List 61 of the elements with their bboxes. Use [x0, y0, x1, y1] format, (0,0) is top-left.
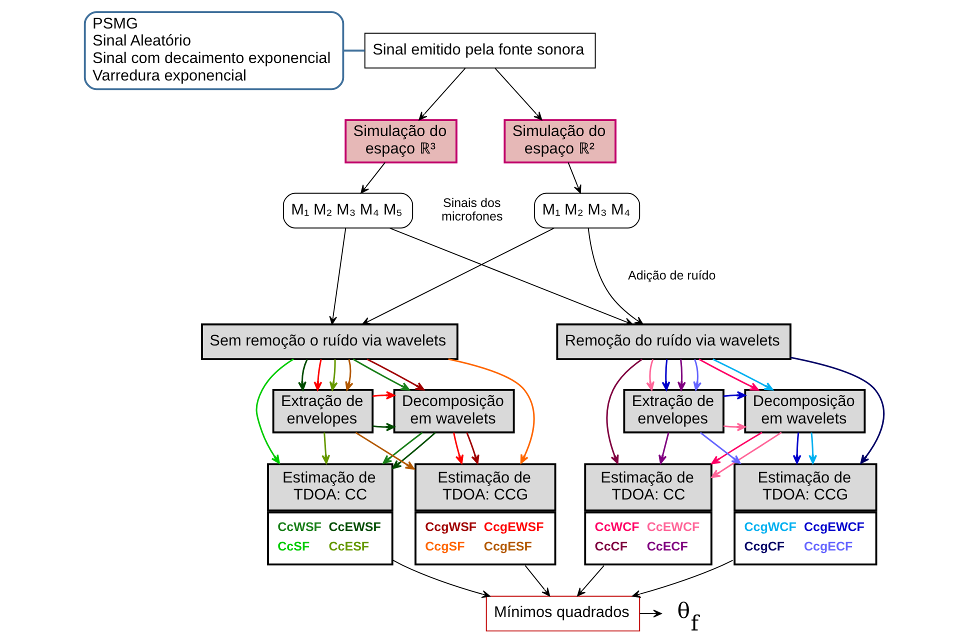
- arrow: [723, 391, 746, 400]
- node-box: Sem remoção o ruído via wavelets: [201, 323, 458, 360]
- arrow: [588, 228, 644, 325]
- arrow: [568, 162, 582, 194]
- node-box: Simulação do espaço ℝ³: [344, 119, 458, 164]
- label: Adição de ruído: [628, 268, 716, 282]
- node-box: M₁ M₂ M₃ M₄: [534, 192, 640, 228]
- arrow: [372, 391, 396, 400]
- node-box: Remoção do ruído via wavelets: [556, 323, 792, 360]
- arrow: [700, 432, 741, 464]
- node-box: M₁ M₂ M₃ M₄ M₅: [282, 192, 414, 228]
- node-box: Simulação do espaço ℝ²: [504, 119, 616, 164]
- node-box: PSMG Sinal Aleatório Sinal com decaimento exponencial Varredura exponencial: [84, 11, 344, 90]
- arrow: [256, 358, 294, 464]
- arrow: [698, 358, 759, 391]
- arrow: [494, 68, 542, 120]
- arrow: [792, 432, 802, 464]
- arrow: [711, 432, 782, 478]
- node-box: Sinal emitido pela fonte sonora: [364, 32, 596, 68]
- arrow: [658, 432, 670, 464]
- arrow: [392, 560, 490, 598]
- arrow: [382, 432, 423, 464]
- arrow: [366, 358, 425, 391]
- arrow: [712, 358, 774, 391]
- arrow: [345, 359, 354, 391]
- arrow: [711, 432, 762, 464]
- arrow: [524, 565, 550, 596]
- arrow: [329, 228, 346, 325]
- arrow: [392, 432, 436, 469]
- arrow: [662, 359, 670, 391]
- arrow: [352, 358, 410, 391]
- arrow: [298, 359, 308, 391]
- node-box: Extração de envelopes: [623, 388, 724, 434]
- arrow: [632, 560, 734, 598]
- arrow: [372, 422, 396, 432]
- arrow: [360, 162, 386, 194]
- arrow: [322, 432, 330, 464]
- node-label: Sinais dos microfones: [442, 196, 503, 224]
- node-box: Extração de envelopes: [272, 388, 374, 434]
- node-box: Mínimos quadrados: [486, 596, 640, 632]
- arrow: [448, 358, 535, 464]
- arrow: [790, 356, 884, 464]
- arrow: [646, 359, 654, 391]
- arrow: [466, 432, 480, 464]
- connector: [343, 50, 365, 52]
- arrow: [693, 359, 702, 391]
- arrow: [389, 228, 633, 326]
- arrow: [606, 358, 643, 464]
- arrow: [418, 68, 466, 120]
- arrow: [362, 228, 555, 325]
- arrow: [639, 610, 662, 618]
- arrow: [329, 359, 338, 391]
- arrow: [808, 432, 818, 464]
- arrow: [314, 359, 322, 391]
- node-box: Decomposição em wavelets: [744, 388, 866, 434]
- arrow: [577, 565, 604, 596]
- node-box: Decomposição em wavelets: [393, 388, 515, 434]
- arrow: [677, 359, 686, 391]
- arrow: [355, 432, 414, 470]
- arrow: [453, 432, 464, 464]
- arrow: [723, 422, 746, 432]
